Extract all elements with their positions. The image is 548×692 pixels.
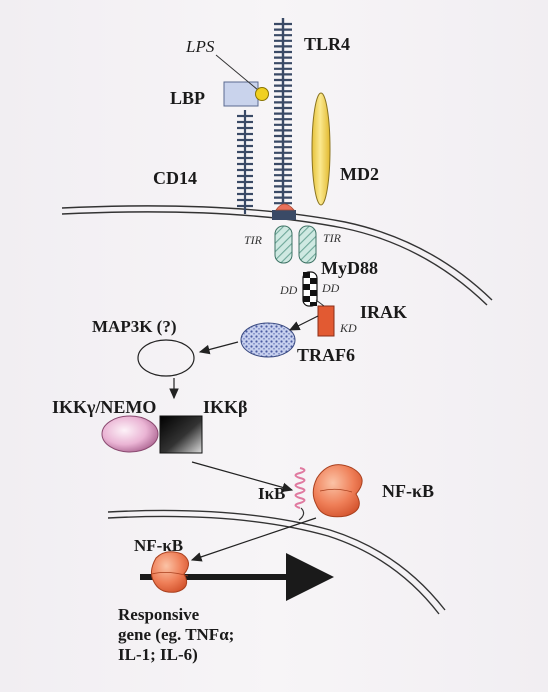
kd-label: KD xyxy=(340,321,357,335)
cd14-label: CD14 xyxy=(153,168,197,188)
dd-left-label: DD xyxy=(280,283,298,297)
irak-kinase-domain xyxy=(317,305,335,337)
ikk-nemo-label: IKKγ/NEMO xyxy=(52,397,157,417)
responsive-gene-label: Responsive gene (eg. TNFα; IL-1; IL-6) xyxy=(118,605,234,665)
gene-label-line1: Responsive xyxy=(118,605,200,624)
nfkb-translocation-arrow xyxy=(190,517,317,562)
tir-right-label: TIR xyxy=(323,231,341,245)
md2-label: MD2 xyxy=(340,164,379,184)
myd88-tir-domain-right xyxy=(298,225,317,264)
map3k-label: MAP3K (?) xyxy=(92,317,177,336)
map3k-protein xyxy=(137,339,195,377)
lps-pointer xyxy=(215,54,259,91)
nuclear-membrane xyxy=(107,509,446,615)
gene-label-line2: gene (eg. TNFα; xyxy=(118,625,235,644)
ikk-beta-label: IKKβ xyxy=(203,397,248,417)
myd88-label: MyD88 xyxy=(321,258,378,278)
irak-label: IRAK xyxy=(360,302,408,322)
tir-left-label: TIR xyxy=(244,233,262,247)
irak-linker xyxy=(315,299,325,307)
lbp-protein xyxy=(223,81,259,107)
tlr4-receptor xyxy=(274,18,292,214)
ikk-beta-protein xyxy=(159,415,203,454)
irak-to-traf6-arrow xyxy=(288,315,319,331)
nfkb-nuclear-label: NF-κB xyxy=(134,536,184,555)
ikk-nemo-protein xyxy=(101,415,159,453)
lbp-label: LBP xyxy=(170,88,206,108)
death-domains xyxy=(302,271,318,307)
ikb-protein xyxy=(294,467,306,521)
lps-label: LPS xyxy=(186,37,215,56)
myd88-tir-domain-left xyxy=(274,225,293,264)
gene-label-line3: IL-1; IL-6) xyxy=(118,645,198,664)
ikk-to-ikb-arrow xyxy=(191,461,294,493)
traf6-label: TRAF6 xyxy=(297,345,355,365)
nfkb-cytoplasmic xyxy=(312,464,363,518)
nfkb-cytoplasmic-label: NF-κB xyxy=(382,481,434,501)
cd14-receptor xyxy=(237,110,253,214)
ikb-label: IκB xyxy=(258,484,286,503)
lps-molecule xyxy=(255,87,269,101)
md2-protein xyxy=(311,92,331,206)
plasma-membrane xyxy=(61,205,493,306)
traf6-protein xyxy=(240,322,296,358)
tlr4-label: TLR4 xyxy=(304,34,351,54)
tlr4-tir-cap xyxy=(275,203,295,211)
tlr4-transmembrane-block xyxy=(272,210,296,220)
traf6-to-map3k-arrow xyxy=(198,341,239,355)
nfkb-nuclear xyxy=(150,551,189,593)
dd-right-label: DD xyxy=(322,281,340,295)
